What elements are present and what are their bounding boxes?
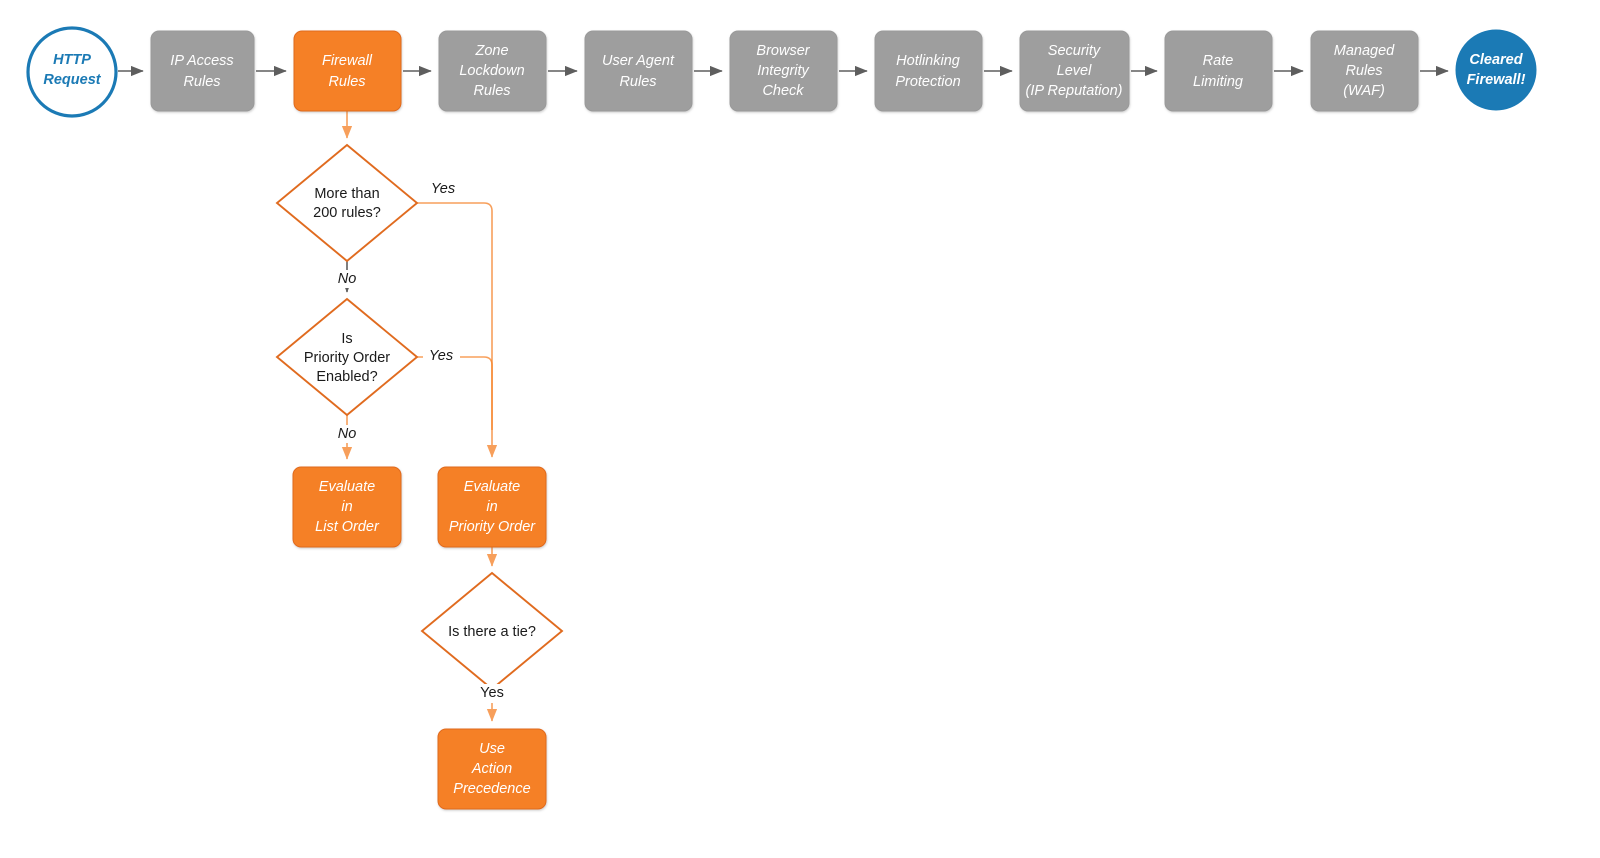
firewall-rules-label-line1: Firewall	[322, 53, 373, 69]
user-agent-rules-shape[interactable]	[584, 30, 693, 112]
managed-rules-waf-label-line2: Rules	[1345, 63, 1382, 79]
browser-integrity-check-label-line1: Browser	[756, 43, 810, 59]
evaluate-in-list-order-label-line2: in	[341, 499, 352, 515]
use-action-precedence-label-line2: Action	[471, 761, 512, 777]
zone-lockdown-rules-label-line3: Rules	[473, 83, 510, 99]
security-level-label-line3: (IP Reputation)	[1026, 83, 1123, 99]
more-than-200-rules-label-line1: More than	[314, 186, 379, 202]
node-security-level[interactable]: Security Level (IP Reputation)	[1019, 30, 1130, 112]
http-request-shape[interactable]	[26, 26, 118, 118]
firewall-rules-label-line2: Rules	[328, 74, 365, 90]
connector-priority-order-yes	[417, 356, 493, 430]
is-priority-order-enabled-label-line2: Priority Order	[304, 350, 390, 366]
node-hotlinking-protection[interactable]: Hotlinking Protection	[874, 30, 983, 112]
evaluate-in-priority-order-label-line1: Evaluate	[464, 479, 520, 495]
hotlinking-protection-label-line2: Protection	[895, 74, 960, 90]
evaluate-in-priority-order-label-line2: in	[486, 499, 497, 515]
http-request-label-line1: HTTP	[53, 52, 91, 68]
zone-lockdown-rules-shape[interactable]	[438, 30, 547, 112]
edge-label-no-priority-order-bg	[333, 425, 362, 443]
is-priority-order-enabled-label-line3: Enabled?	[316, 369, 377, 385]
edge-label-yes-is-there-a-tie: Yes	[480, 685, 504, 701]
node-rate-limiting[interactable]: Rate Limiting	[1164, 30, 1273, 112]
node-more-than-200-rules[interactable]: More than 200 rules?	[275, 143, 419, 263]
is-priority-order-enabled-shape[interactable]	[275, 297, 419, 417]
use-action-precedence-label-line1: Use	[479, 741, 505, 757]
security-level-label-line1: Security	[1048, 43, 1101, 59]
connector-more-than-200-yes	[417, 202, 498, 458]
browser-integrity-check-label-line3: Check	[762, 83, 804, 99]
node-http-request[interactable]: HTTP Request	[26, 26, 118, 118]
edge-label-no-more-than-200: No	[338, 271, 357, 287]
edge-label-no-priority-order: No	[338, 426, 357, 442]
security-level-shape[interactable]	[1019, 30, 1130, 112]
hotlinking-protection-shape[interactable]	[874, 30, 983, 112]
rate-limiting-label-line1: Rate	[1203, 53, 1234, 69]
user-agent-rules-label-line2: Rules	[619, 74, 656, 90]
evaluate-in-priority-order-shape[interactable]	[437, 466, 547, 548]
evaluate-in-priority-order-label-line3: Priority Order	[449, 519, 536, 535]
cleared-firewall-shape[interactable]	[1455, 29, 1537, 111]
node-user-agent-rules[interactable]: User Agent Rules	[584, 30, 693, 112]
use-action-precedence-label-line3: Precedence	[453, 781, 530, 797]
node-evaluate-in-list-order[interactable]: Evaluate in List Order	[292, 466, 402, 548]
edge-label-yes-is-there-a-tie-bg	[474, 684, 511, 703]
browser-integrity-check-shape[interactable]	[729, 30, 838, 112]
ip-access-rules-shape[interactable]	[150, 30, 255, 112]
managed-rules-waf-label-line3: (WAF)	[1343, 83, 1385, 99]
is-priority-order-enabled-label-line1: Is	[341, 331, 352, 347]
node-use-action-precedence[interactable]: Use Action Precedence	[437, 728, 547, 810]
more-than-200-rules-label-line2: 200 rules?	[313, 205, 381, 221]
ip-access-rules-label-line2: Rules	[183, 74, 220, 90]
security-level-label-line2: Level	[1057, 63, 1092, 79]
edge-labels: Yes No Yes No Yes	[333, 181, 511, 703]
node-cleared-firewall[interactable]: Cleared Firewall!	[1455, 29, 1537, 111]
edge-label-yes-more-than-200: Yes	[431, 181, 455, 197]
zone-lockdown-rules-label-line2: Lockdown	[459, 63, 524, 79]
use-action-precedence-shape[interactable]	[437, 728, 547, 810]
edge-label-yes-priority-order: Yes	[429, 348, 453, 364]
cleared-firewall-label-line2: Firewall!	[1467, 72, 1526, 88]
rate-limiting-label-line2: Limiting	[1193, 74, 1243, 90]
http-request-label-line2: Request	[43, 72, 101, 88]
browser-integrity-check-label-line2: Integrity	[757, 63, 809, 79]
zone-lockdown-rules-label-line1: Zone	[474, 43, 508, 59]
managed-rules-waf-label-line1: Managed	[1334, 43, 1395, 59]
node-evaluate-in-priority-order[interactable]: Evaluate in Priority Order	[437, 466, 547, 548]
node-ip-access-rules[interactable]: IP Access Rules	[150, 30, 255, 112]
evaluate-in-list-order-shape[interactable]	[292, 466, 402, 548]
ip-access-rules-label-line1: IP Access	[170, 53, 233, 69]
rate-limiting-shape[interactable]	[1164, 30, 1273, 112]
node-is-there-a-tie[interactable]: Is there a tie?	[420, 571, 564, 691]
node-managed-rules-waf[interactable]: Managed Rules (WAF)	[1310, 30, 1419, 112]
edge-label-no-more-than-200-bg	[333, 270, 362, 288]
node-zone-lockdown-rules[interactable]: Zone Lockdown Rules	[438, 30, 547, 112]
hotlinking-protection-label-line1: Hotlinking	[896, 53, 960, 69]
is-there-a-tie-label: Is there a tie?	[448, 624, 536, 640]
cleared-firewall-label-line1: Cleared	[1469, 52, 1523, 68]
more-than-200-rules-shape[interactable]	[275, 143, 419, 263]
node-browser-integrity-check[interactable]: Browser Integrity Check	[729, 30, 838, 112]
managed-rules-waf-shape[interactable]	[1310, 30, 1419, 112]
node-firewall-rules[interactable]: Firewall Rules	[293, 30, 402, 112]
user-agent-rules-label-line1: User Agent	[602, 53, 675, 69]
evaluate-in-list-order-label-line1: Evaluate	[319, 479, 375, 495]
firewall-rules-shape[interactable]	[293, 30, 402, 112]
evaluate-in-list-order-label-line3: List Order	[315, 519, 380, 535]
edge-label-yes-priority-order-bg	[423, 347, 460, 366]
node-is-priority-order-enabled[interactable]: Is Priority Order Enabled?	[275, 297, 419, 417]
